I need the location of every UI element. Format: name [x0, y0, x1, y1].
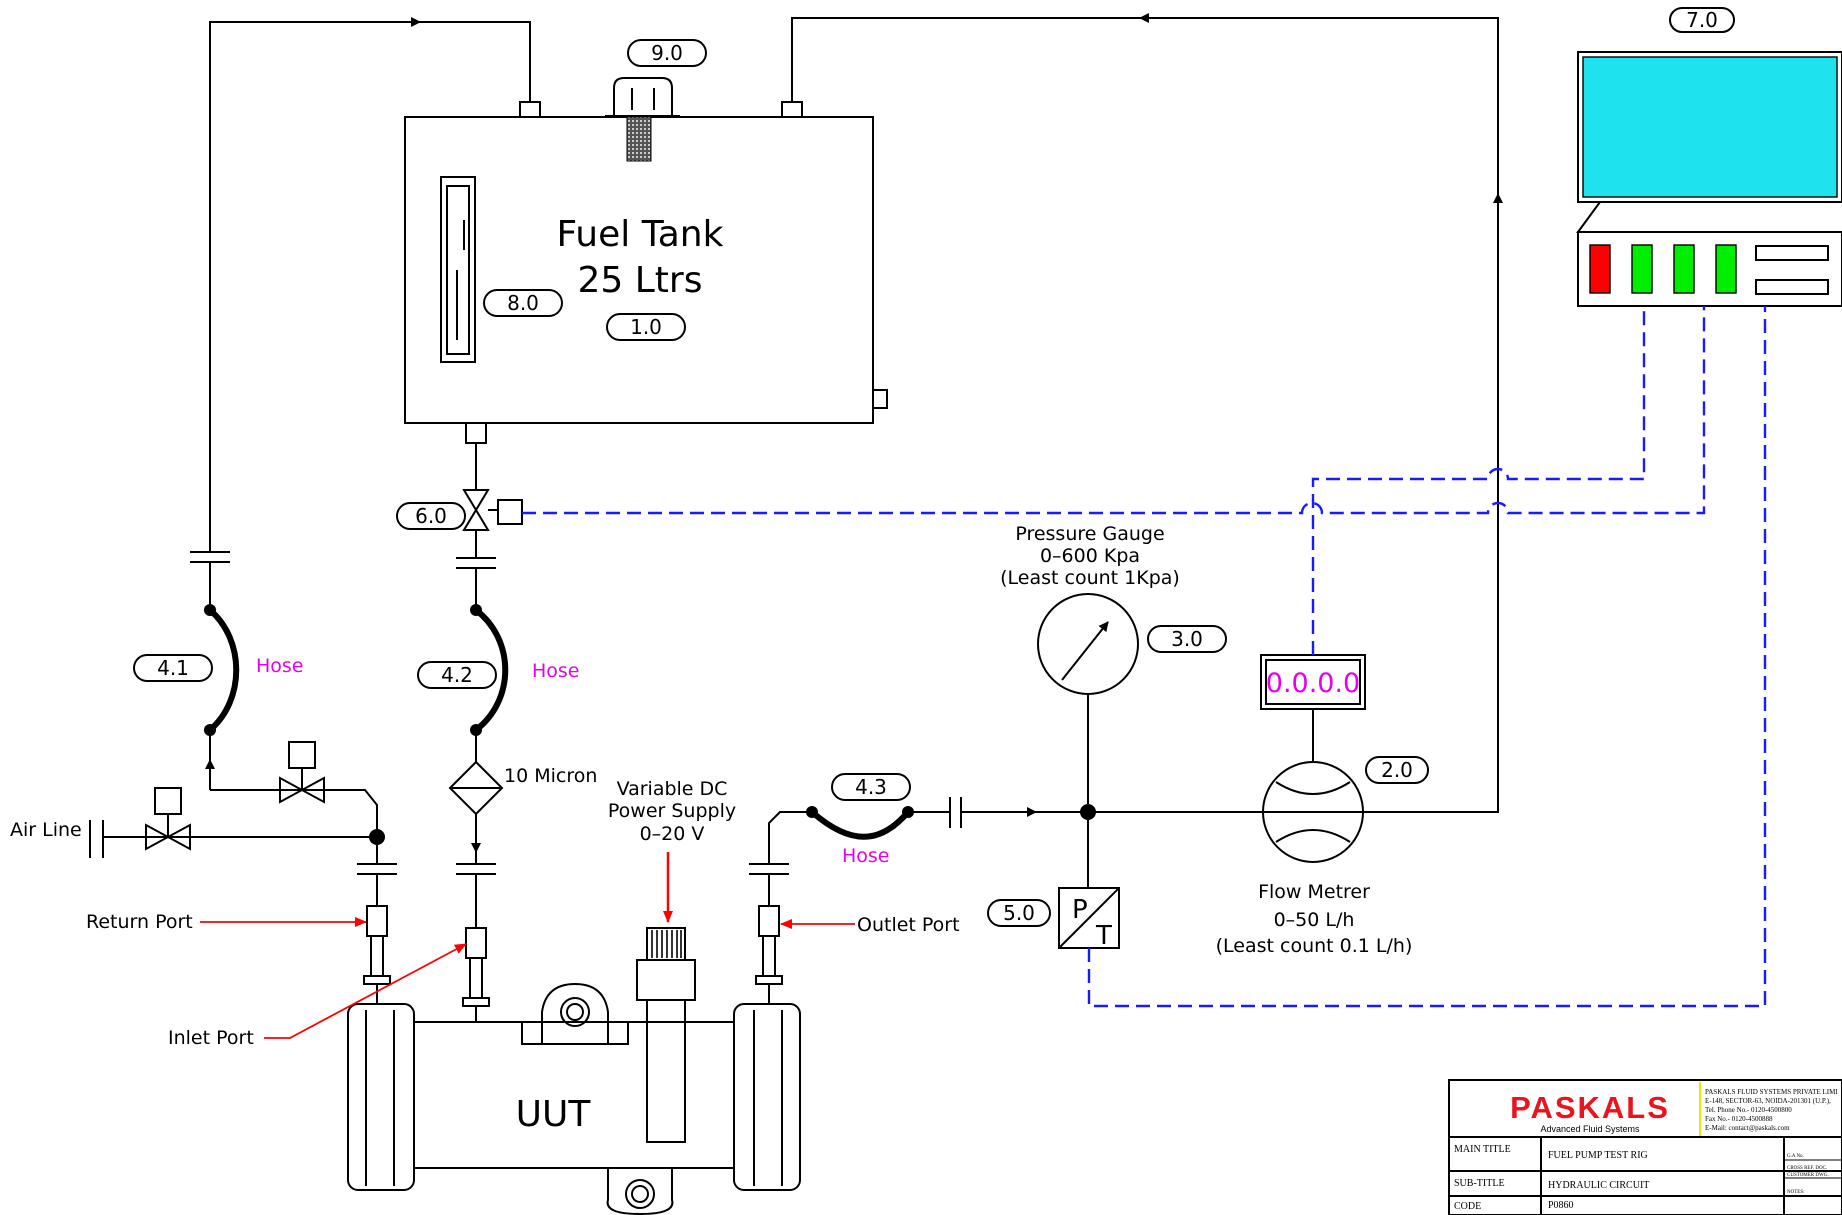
tank-capacity: 25 Ltrs [578, 260, 703, 301]
svg-text:(Least count 1Kpa): (Least count 1Kpa) [1000, 567, 1180, 589]
inline-filter: 10 Micron [448, 760, 597, 816]
svg-text:Variable DC: Variable DC [617, 778, 728, 800]
svg-text:Fax No.- 0120-4500888: Fax No.- 0120-4500888 [1705, 1115, 1773, 1123]
svg-text:2.0: 2.0 [1381, 758, 1413, 782]
svg-text:Return Port: Return Port [86, 911, 193, 933]
fuel-tank: Fuel Tank 25 Ltrs [404, 101, 888, 444]
svg-text:0–600 Kpa: 0–600 Kpa [1040, 545, 1140, 567]
main-title: FUEL PUMP TEST RIG [1548, 1150, 1648, 1161]
svg-text:Flow Metrer: Flow Metrer [1258, 881, 1370, 903]
tag-4-3: 4.3 [831, 773, 911, 801]
svg-text:CODE: CODE [1454, 1201, 1481, 1212]
svg-text:4.1: 4.1 [157, 656, 189, 680]
svg-text:NOTES:: NOTES: [1787, 1190, 1805, 1195]
breather-cap [605, 77, 680, 162]
hose-2-label: Hose [532, 660, 580, 682]
svg-text:Outlet Port: Outlet Port [857, 914, 960, 936]
tag-7-0: 7.0 [1669, 7, 1735, 33]
svg-text:3.0: 3.0 [1171, 627, 1203, 651]
uut-pump: UUT [347, 927, 801, 1215]
tag-8-0: 8.0 [483, 289, 563, 317]
paskals-logo: PASKALS [1510, 1090, 1670, 1125]
sub-title: HYDRAULIC CIRCUIT [1548, 1180, 1649, 1191]
hose-3-label: Hose [842, 845, 890, 867]
return-line [190, 17, 531, 845]
return-valve [279, 741, 325, 804]
title-block: PASKALS Advanced Fluid Systems PASKALS F… [1448, 1079, 1842, 1215]
signal-lines [522, 306, 1767, 1008]
outlet-port-callout: Outlet Port [780, 914, 960, 936]
solenoid-valve [462, 489, 523, 531]
return-port-line [357, 837, 397, 1004]
svg-text:4.3: 4.3 [855, 775, 887, 799]
svg-text:4.2: 4.2 [441, 663, 473, 687]
return-port-callout: Return Port [86, 911, 367, 933]
svg-text:SUB-TITLE: SUB-TITLE [1454, 1178, 1505, 1189]
svg-text:Inlet Port: Inlet Port [168, 1027, 254, 1049]
air-line-label: Air Line [10, 819, 82, 841]
filter-label: 10 Micron [504, 765, 597, 787]
svg-text:1.0: 1.0 [630, 315, 662, 339]
tag-9-0: 9.0 [627, 39, 707, 67]
svg-text:CUSTOMER DWG.: CUSTOMER DWG. [1787, 1173, 1829, 1178]
tag-4-2: 4.2 [417, 661, 497, 689]
tag-2-0: 2.0 [1365, 756, 1429, 784]
tag-4-1: 4.1 [133, 654, 213, 682]
tank-title: Fuel Tank [557, 214, 724, 255]
flow-display: 0.0.0.0 [1266, 668, 1360, 699]
power-supply-label: Variable DC Power Supply 0–20 V [608, 778, 736, 923]
svg-text:MAIN TITLE: MAIN TITLE [1454, 1144, 1511, 1155]
svg-text:Pressure Gauge: Pressure Gauge [1015, 523, 1164, 545]
svg-text:(Least count 0.1 L/h): (Least count 0.1 L/h) [1216, 935, 1413, 957]
sight-glass [440, 176, 476, 363]
svg-text:T: T [1095, 921, 1112, 951]
svg-text:0–20 V: 0–20 V [640, 823, 705, 845]
svg-text:9.0: 9.0 [651, 41, 683, 65]
svg-text:Power Supply: Power Supply [608, 800, 736, 822]
svg-text:E-Mail: contact@paskals.com: E-Mail: contact@paskals.com [1705, 1124, 1790, 1132]
svg-text:PASKALS FLUID SYSTEMS PRIVATE: PASKALS FLUID SYSTEMS PRIVATE LIMI [1705, 1088, 1838, 1096]
svg-text:5.0: 5.0 [1003, 901, 1035, 925]
drawing-code: P0860 [1548, 1200, 1574, 1211]
svg-text:8.0: 8.0 [507, 291, 539, 315]
tag-1-0: 1.0 [606, 313, 686, 341]
svg-text:6.0: 6.0 [415, 504, 447, 528]
outlet-line [749, 13, 1503, 1004]
tag-6-0: 6.0 [396, 502, 466, 530]
computer-monitor [1576, 51, 1842, 307]
pressure-transducer: P T [1058, 887, 1120, 951]
svg-text:Advanced Fluid Systems: Advanced Fluid Systems [1540, 1124, 1640, 1134]
air-line: Air Line [10, 787, 377, 858]
hose-1-label: Hose [256, 655, 304, 677]
svg-text:P: P [1072, 895, 1088, 925]
pressure-gauge: Pressure Gauge 0–600 Kpa (Least count 1K… [1000, 523, 1180, 888]
svg-text:0–50 L/h: 0–50 L/h [1274, 909, 1355, 931]
tag-3-0: 3.0 [1147, 625, 1227, 653]
svg-text:Tel. Phone No.- 0120-4500800: Tel. Phone No.- 0120-4500800 [1705, 1106, 1792, 1114]
inlet-port-callout: Inlet Port [168, 943, 467, 1049]
supply-line [456, 443, 509, 1022]
svg-text:E-148, SECTOR-63, NOIDA-201301: E-148, SECTOR-63, NOIDA-201301 (U.P.), [1705, 1097, 1831, 1105]
svg-text:G.A No.: G.A No. [1787, 1154, 1804, 1159]
tag-5-0: 5.0 [987, 899, 1051, 927]
uut-label: UUT [516, 1094, 592, 1135]
flow-meter: 0.0.0.0 Flow Metrer 0–50 L/h (Least coun… [1216, 654, 1413, 957]
svg-text:7.0: 7.0 [1686, 8, 1718, 32]
svg-text:CROSS REF. DOC.: CROSS REF. DOC. [1787, 1166, 1827, 1171]
